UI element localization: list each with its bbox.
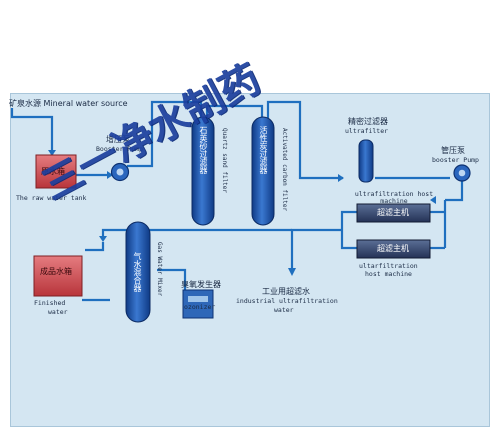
host-top-label-en: ultrafiltration host machine — [354, 190, 434, 206]
ozonizer-label-zh: 臭氧发生器 — [181, 280, 221, 289]
uf-host-1 — [356, 203, 431, 223]
carbon-filter-label-en: Activated carbon filter — [281, 128, 288, 212]
output-label-en-1: industrial ultrafiltration — [236, 297, 338, 305]
output-label-zh: 工业用超滤水 — [262, 287, 310, 296]
quartz-filter-label-zh: 石英砂过滤器 — [199, 126, 208, 174]
mixer-label-en: Gas Water Mixer — [156, 242, 163, 297]
booster-pump-label-en: Booster Pump — [96, 145, 143, 153]
precision-filter-label-zh: 精密过滤器 — [348, 117, 388, 126]
flow-arrows — [48, 150, 436, 276]
ozonizer-label-en: ozonizer — [184, 303, 216, 311]
uf-host-2 — [356, 239, 431, 259]
product-tank-label-en-1: Finished — [34, 299, 66, 307]
product-tank-label-en-2: water — [48, 308, 68, 316]
quartz-filter-label-en: Quartz sand filter — [221, 128, 228, 194]
precision-filter-label-en: ultrafilter — [345, 127, 389, 135]
precision-filter — [358, 139, 374, 183]
finished-water-tank — [33, 255, 83, 297]
output-label-en-2: water — [274, 306, 294, 314]
source-label: 矿泉水源 Mineral water source — [9, 99, 128, 108]
booster-pump-label-zh: 增压泵 — [106, 135, 130, 144]
booster-pump-2-label-zh: 管压泵 — [441, 146, 465, 155]
uf-host-2-label: 超滤主机 — [377, 244, 409, 253]
quartz-sand-filter — [191, 116, 215, 226]
booster-pump-2-label-en: booster Pump — [432, 156, 479, 164]
uf-host-1-label: 超滤主机 — [377, 208, 409, 217]
gas-water-mixer — [125, 221, 151, 323]
raw-tank-label-zh: 原水箱 — [41, 167, 65, 176]
ozonizer — [182, 289, 214, 319]
diagram-panel — [10, 93, 490, 427]
product-tank-label-zh: 成品水箱 — [40, 267, 72, 276]
raw-tank-label-en: The raw water tank — [16, 194, 87, 202]
raw-water-tank — [35, 154, 77, 189]
mixer-label-zh: 气水混合器 — [133, 252, 142, 292]
carbon-filter-label-zh: 活性炭过滤器 — [259, 126, 268, 174]
host-bottom-label-en-2: host machine — [365, 270, 412, 278]
host-bottom-label-en-1: ultarfiltration — [359, 262, 418, 270]
activated-carbon-filter — [251, 116, 275, 226]
